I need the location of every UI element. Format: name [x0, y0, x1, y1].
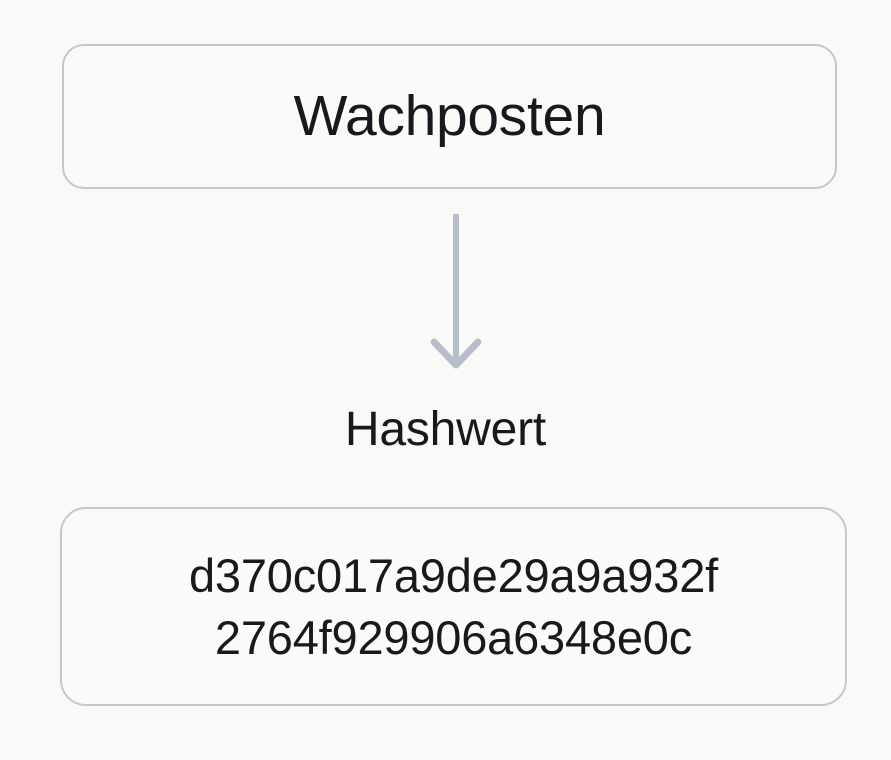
source-node[interactable]: Wachposten: [62, 44, 837, 189]
hash-value-line-1: d370c017a9de29a9a932f: [188, 548, 718, 602]
edge-label-hashwert: Hashwert: [344, 403, 547, 456]
hash-value-text: d370c017a9de29a9a932f 2764f929906a6348e0…: [171, 545, 736, 669]
hash-value-line-2: 2764f929906a6348e0c: [214, 610, 693, 664]
chevron-down-icon: [430, 338, 482, 369]
hash-value-node[interactable]: d370c017a9de29a9a932f 2764f929906a6348e0…: [60, 507, 847, 706]
flow-arrow: [430, 214, 482, 369]
source-node-label: Wachposten: [293, 83, 606, 148]
